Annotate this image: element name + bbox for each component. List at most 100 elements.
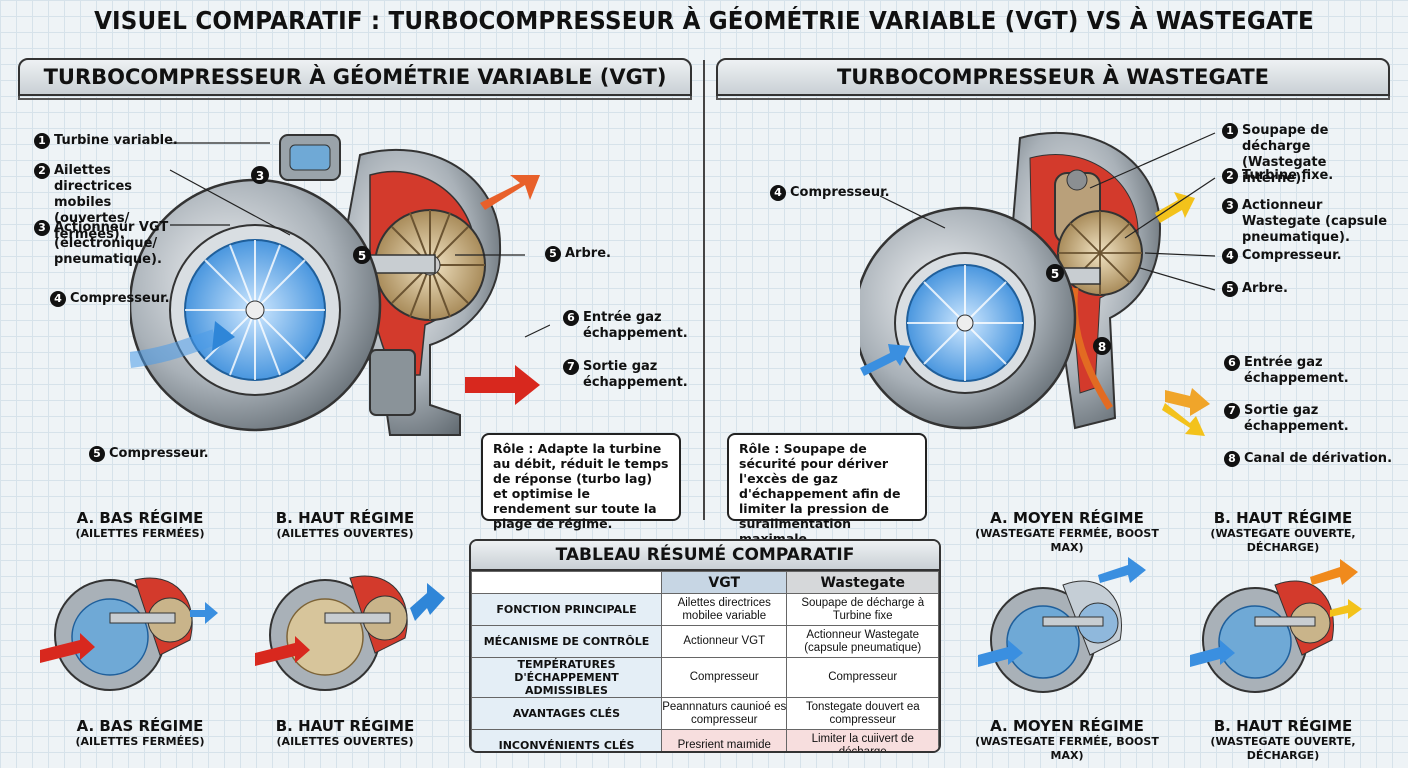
table-cell-wg: Actionneur Wastegate (capsule pneumatiqu…: [786, 625, 939, 658]
wg-mode-b-top: B. HAUT RÉGIME (WASTEGATE OUVERTE, DÉCHA…: [1178, 509, 1388, 555]
vgt-panel-frame: [18, 96, 692, 100]
wg-label-8: 8 Canal de dérivation.: [1224, 451, 1392, 467]
vgt-mode-b-sub: (AILETTES OUVERTES): [276, 527, 414, 540]
table-cell-wg: Limiter la cuiivert de décharge: [786, 729, 939, 751]
table-row: FONCTION PRINCIPALE Ailettes directrices…: [471, 593, 939, 626]
vgt-label-3-num: 3: [34, 220, 50, 236]
vgt-label-2-text: Ailettes directrices mobiles (ouvertes/ …: [54, 163, 133, 242]
wg-label-8-text: Canal de dérivation.: [1244, 451, 1393, 466]
vgt-label-8-num: 5: [89, 446, 105, 462]
wg-label-1-num: 1: [1222, 123, 1238, 139]
vgt-mode-a-sub-bottom: (AILETTES FERMÉES): [75, 735, 205, 748]
vgt-label-7-num: 7: [563, 359, 579, 375]
table-row-head: INCONVÉNIENTS CLÉS: [471, 729, 662, 751]
vgt-mode-b-bottom: B. HAUT RÉGIME (AILETTES OUVERTES): [245, 717, 445, 749]
wg-label-5: 5 Arbre.: [1222, 281, 1288, 297]
wg-label-5-text: Arbre.: [1242, 281, 1288, 296]
wg-mode-b-illustration: [1190, 559, 1362, 693]
vgt-mode-b-illustration: [255, 575, 445, 691]
wg-label-3-text: Actionneur Wastegate (capsule pneumatiqu…: [1242, 198, 1388, 245]
table-col-wastegate: Wastegate: [786, 571, 939, 594]
wg-label-2-num: 2: [1222, 168, 1238, 184]
wg-role-box: Rôle : Soupape de sécurité pour dériver …: [727, 433, 927, 546]
vgt-label-5-num: 5: [545, 246, 561, 262]
vgt-mode-a-top: A. BAS RÉGIME (AILETTES FERMÉES): [40, 509, 240, 541]
vgt-mode-a-illustration: [40, 577, 218, 691]
wg-mode-a-top: A. MOYEN RÉGIME (WASTEGATE FERMÉE, BOOST…: [962, 509, 1172, 555]
vgt-mode-b-top: B. HAUT RÉGIME (AILETTES OUVERTES): [245, 509, 445, 541]
table-row: MÉCANISME DE CONTRÔLE Actionneur VGT Act…: [471, 625, 939, 658]
wg-label-3-num: 3: [1222, 198, 1238, 214]
wg-label-compressor-text: Compresseur.: [790, 185, 890, 200]
wg-mode-a-bottom: A. MOYEN RÉGIME (WASTEGATE FERMÉE, BOOST…: [962, 717, 1172, 763]
vgt-role-box: Rôle : Adapte la turbine au débit, rédui…: [481, 433, 681, 531]
wg-label-2-text: Turbine fixe.: [1242, 168, 1334, 183]
wg-label-2: 2 Turbine fixe.: [1222, 168, 1333, 184]
vgt-turbo-illustration: 3 5: [130, 134, 550, 436]
wg-mode-a-sub-bottom: (WASTEGATE FERMÉE, BOOST MAX): [975, 735, 1159, 762]
vgt-label-6-text: Entrée gaz échappement.: [583, 310, 688, 341]
wg-mode-a-sub: (WASTEGATE FERMÉE, BOOST MAX): [975, 527, 1159, 554]
table-cell-vgt: Ailettes directrices mobilee variable: [660, 593, 788, 626]
vgt-label-4: 4 Compresseur.: [50, 291, 170, 307]
vgt-label-3-text: Actionneur VGT (électronique/ pneumatiqu…: [54, 220, 169, 267]
vgt-role-text: Rôle : Adapte la turbine au débit, rédui…: [493, 441, 669, 531]
vgt-mode-a-title: A. BAS RÉGIME: [76, 509, 204, 527]
vgt-panel-title: TURBOCOMPRESSEUR À GÉOMÉTRIE VARIABLE (V…: [18, 58, 692, 96]
wg-label-compressor: 4 Compresseur.: [770, 185, 890, 201]
main-title: VISUEL COMPARATIF : TURBOCOMPRESSEUR À G…: [94, 6, 1314, 35]
vgt-callout-5: 5: [358, 249, 366, 263]
table-cell-vgt: Peannnaturs caunioé es compresseur: [660, 697, 788, 730]
table-cell-vgt: Presrient maımide: [660, 729, 788, 751]
wg-mode-b-sub-bottom: (WASTEGATE OUVERTE, DÉCHARGE): [1210, 735, 1356, 762]
wg-turbo-illustration: 5 8: [860, 131, 1216, 436]
vgt-panel-title-text: TURBOCOMPRESSEUR À GÉOMÉTRIE VARIABLE (V…: [43, 65, 667, 89]
vgt-label-4-num: 4: [50, 291, 66, 307]
wg-label-6-text: Entrée gaz échappement.: [1244, 355, 1349, 386]
vgt-mode-b-sub-bottom: (AILETTES OUVERTES): [276, 735, 414, 748]
vgt-label-7-text: Sortie gaz échappement.: [583, 359, 688, 390]
vgt-mode-b-title: B. HAUT RÉGIME: [275, 509, 415, 527]
wg-mode-a-title-bottom: A. MOYEN RÉGIME: [990, 717, 1144, 735]
wg-label-4-num: 4: [1222, 248, 1238, 264]
wg-label-4-text: Compresseur.: [1242, 248, 1342, 263]
table-row: AVANTAGES CLÉS Peannnaturs caunioé es co…: [471, 697, 939, 730]
table-cell-wg: Tonstegate douvert ea compresseur: [786, 697, 939, 730]
table-row: INCONVÉNIENTS CLÉS Presrient maımide Lim…: [471, 729, 939, 751]
wg-label-5-num: 5: [1222, 281, 1238, 297]
table-corner: [471, 571, 662, 594]
vgt-label-2-num: 2: [34, 163, 50, 179]
wg-mode-a-illustration: [978, 557, 1146, 693]
wg-mode-b-sub: (WASTEGATE OUVERTE, DÉCHARGE): [1210, 527, 1356, 554]
table-row-head: MÉCANISME DE CONTRÔLE: [471, 625, 662, 658]
vgt-label-8-text: Compresseur.: [109, 446, 209, 461]
table-grid: VGT Wastegate FONCTION PRINCIPALE Ailett…: [471, 571, 939, 751]
wg-mode-b-title-bottom: B. HAUT RÉGIME: [1213, 717, 1353, 735]
wg-label-4: 4 Compresseur.: [1222, 248, 1342, 264]
vgt-callout-3: 3: [256, 169, 264, 183]
center-divider: [703, 60, 705, 520]
vgt-label-4-text: Compresseur.: [70, 291, 170, 306]
wg-panel-title: TURBOCOMPRESSEUR À WASTEGATE: [716, 58, 1390, 96]
table-col-vgt: VGT: [660, 571, 788, 594]
vgt-mode-a-title-bottom: A. BAS RÉGIME: [76, 717, 204, 735]
table-title: TABLEAU RÉSUMÉ COMPARATIF: [471, 541, 939, 571]
table-row: TEMPÉRATURES D'ÉCHAPPEMENT ADMISSIBLES C…: [471, 657, 939, 698]
wg-panel-title-text: TURBOCOMPRESSEUR À WASTEGATE: [836, 65, 1270, 89]
table-cell-vgt: Actionneur VGT: [660, 625, 788, 658]
wg-label-6-num: 6: [1224, 355, 1240, 371]
comparison-table: TABLEAU RÉSUMÉ COMPARATIF VGT Wastegate …: [469, 539, 941, 753]
wg-callout-8: 8: [1098, 340, 1106, 354]
wg-label-8-num: 8: [1224, 451, 1240, 467]
table-row-head: TEMPÉRATURES D'ÉCHAPPEMENT ADMISSIBLES: [471, 657, 662, 698]
wg-label-7-num: 7: [1224, 403, 1240, 419]
vgt-mode-a-sub: (AILETTES FERMÉES): [75, 527, 205, 540]
wg-panel-frame: [716, 96, 1390, 100]
wg-label-compressor-num: 4: [770, 185, 786, 201]
wg-label-7-text: Sortie gaz échappement.: [1244, 403, 1349, 434]
